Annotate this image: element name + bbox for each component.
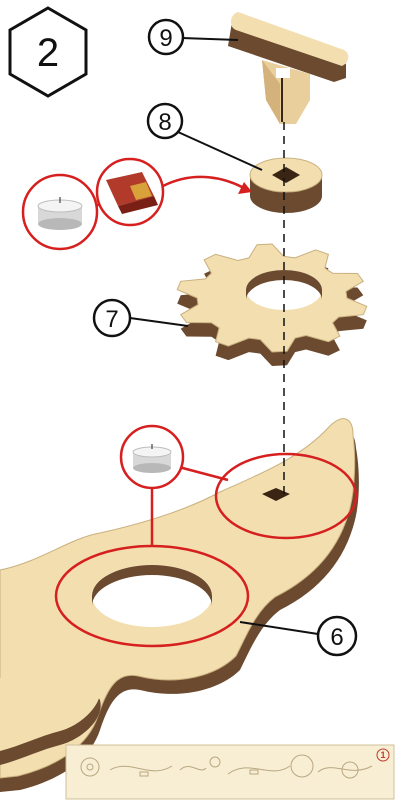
callout-9: 9	[149, 20, 238, 54]
step-badge: 2	[10, 8, 86, 96]
sheet-marker: 1	[380, 750, 385, 760]
part-6-arm	[0, 419, 359, 792]
step-number: 2	[37, 31, 59, 75]
callout-label: 9	[159, 25, 172, 52]
parts-sheet-thumbnail: 1	[66, 745, 394, 799]
part-8-spacer	[250, 158, 322, 213]
callout-label: 6	[330, 624, 343, 651]
candle-inset-top	[23, 175, 97, 249]
callout-8: 8	[148, 104, 262, 170]
sandpaper-inset	[94, 159, 252, 225]
callout-label: 8	[158, 109, 171, 136]
callout-label: 7	[105, 306, 118, 333]
part-7-gear	[177, 244, 367, 366]
tealight-candle-icon	[38, 197, 82, 230]
part-9-key	[228, 12, 348, 124]
tealight-candle-icon	[133, 444, 171, 473]
callout-7: 7	[94, 300, 188, 336]
